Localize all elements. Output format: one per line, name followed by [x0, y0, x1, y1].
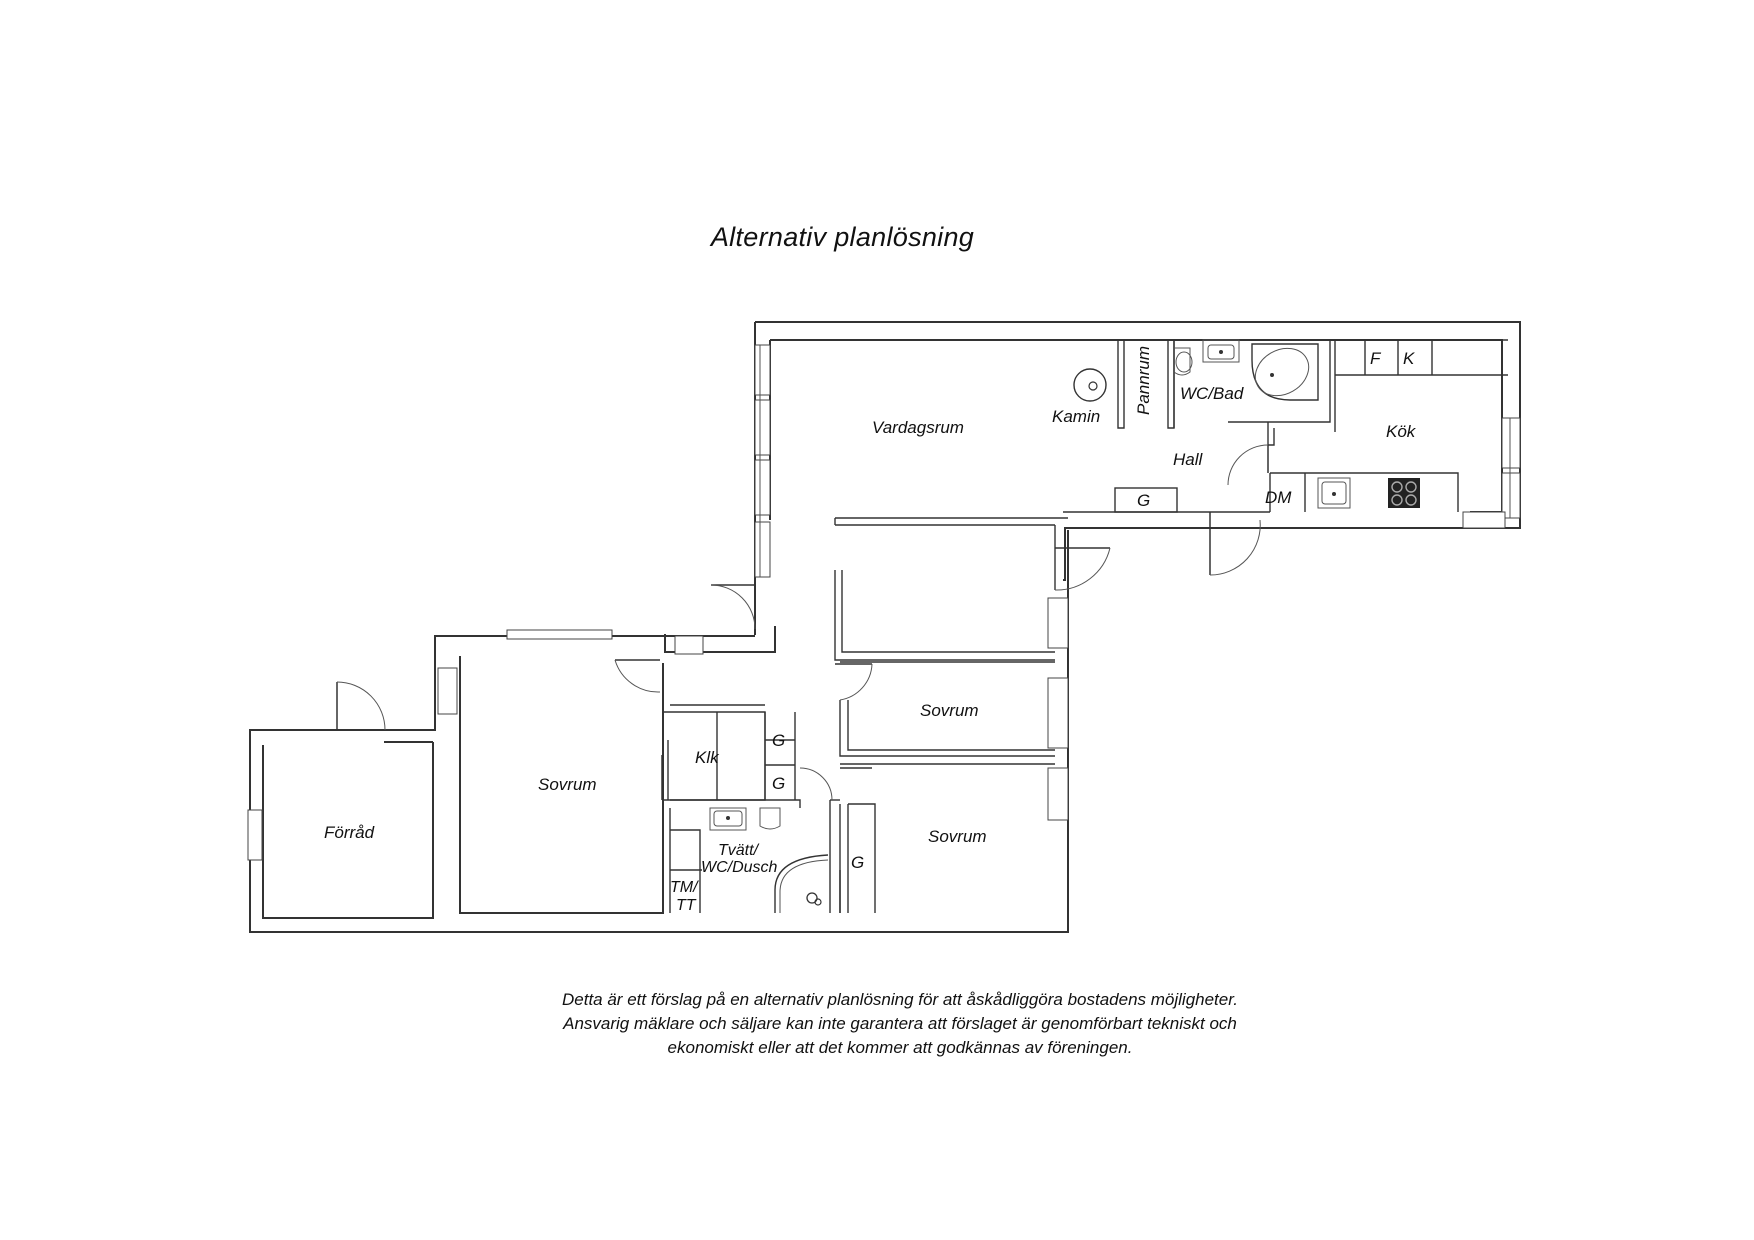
- label-hall-wardrobe: G: [1137, 491, 1150, 510]
- kitchen-sink-icon: [1317, 477, 1351, 509]
- label-kamin: Kamin: [1052, 407, 1100, 426]
- label-wc-bad: WC/Bad: [1180, 384, 1244, 403]
- label-tvatt-1: Tvätt/: [718, 842, 760, 859]
- doors: [336, 444, 1269, 913]
- label-forrad: Förråd: [324, 823, 375, 842]
- label-wardrobe-2: G: [772, 774, 785, 793]
- label-tt: TT: [676, 897, 697, 914]
- label-fridge: F: [1370, 349, 1382, 368]
- label-sovrum-left: Sovrum: [538, 775, 597, 794]
- disclaimer-line-3: ekonomiskt eller att det kommer att godk…: [667, 1038, 1133, 1057]
- label-tvatt-2: WC/Dusch: [701, 859, 778, 876]
- label-dm: DM: [1265, 488, 1292, 507]
- disclaimer: Detta är ett förslag på en alternativ pl…: [400, 988, 1400, 1060]
- label-freezer: K: [1403, 349, 1415, 368]
- kamin-stove-icon: [1073, 368, 1107, 402]
- room-labels: Vardagsrum Kamin Pannrum WC/Bad Kök F K …: [324, 346, 1417, 914]
- fixtures: [709, 339, 1420, 913]
- toilet-icon: [1173, 347, 1191, 376]
- laundry-sink-icon: [709, 807, 747, 831]
- label-klk: Klk: [695, 748, 720, 767]
- label-hall: Hall: [1173, 450, 1204, 469]
- label-sovrum-mid: Sovrum: [920, 701, 979, 720]
- label-wardrobe-3: G: [851, 853, 864, 872]
- disclaimer-line-1: Detta är ett förslag på en alternativ pl…: [562, 990, 1238, 1009]
- label-sovrum-bottom: Sovrum: [928, 827, 987, 846]
- label-tm: TM/: [670, 879, 699, 896]
- sink-icon: [1202, 339, 1240, 363]
- shower-icon: [774, 854, 829, 913]
- label-vardagsrum: Vardagsrum: [872, 418, 964, 437]
- label-pannrum: Pannrum: [1134, 346, 1153, 415]
- plan-title: Alternativ planlösning: [710, 222, 975, 252]
- windows: [247, 344, 1521, 861]
- label-kok: Kök: [1386, 422, 1417, 441]
- laundry-toilet-icon: [759, 807, 781, 830]
- disclaimer-line-2: Ansvarig mäklare och säljare kan inte ga…: [563, 1014, 1237, 1033]
- label-wardrobe-1: G: [772, 731, 785, 750]
- interior-walls: [663, 339, 1508, 913]
